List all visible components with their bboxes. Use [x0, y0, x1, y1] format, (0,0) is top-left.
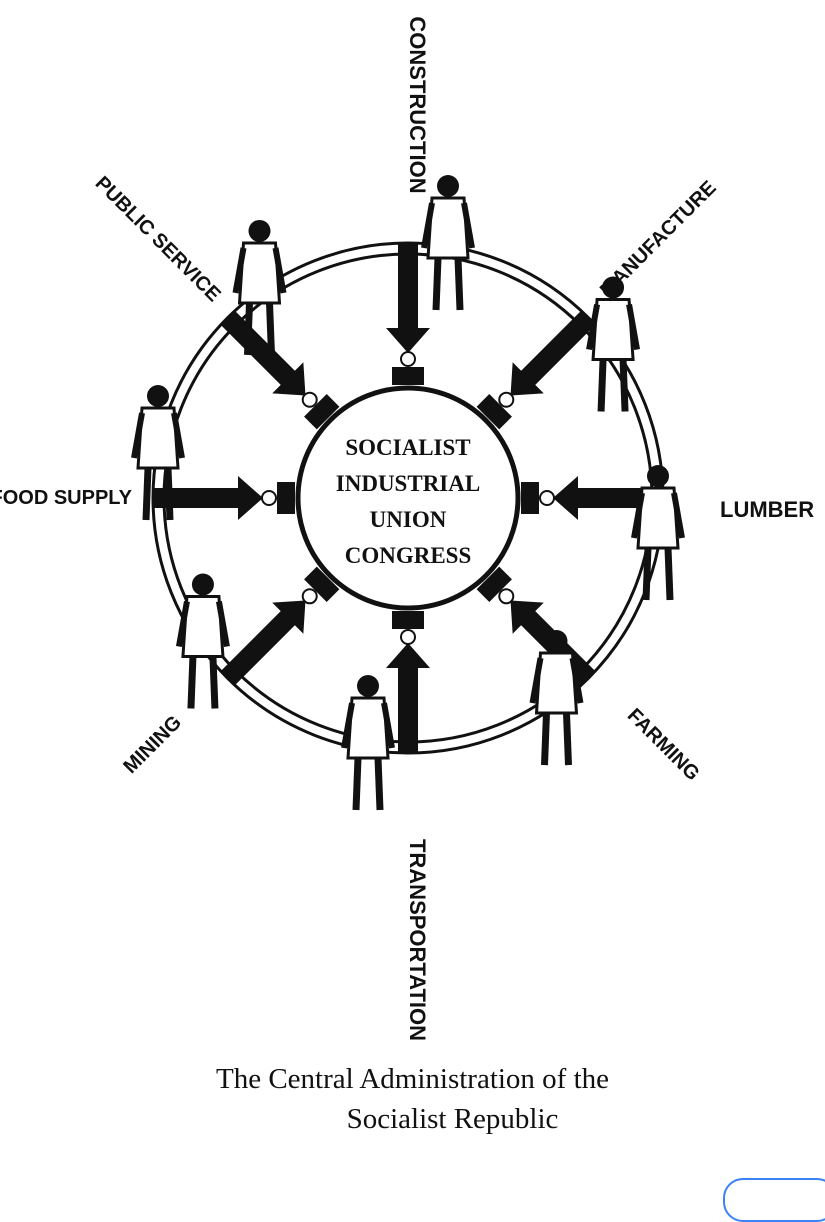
delegate-figure-icon: [301, 566, 340, 605]
sector-arrow-icon: [386, 243, 430, 353]
sector-arrow-icon: [510, 310, 596, 396]
sector-label-mining: MINING: [119, 711, 186, 778]
sector-diagram: CONSTRUCTION MANUFACTURE LUMBER FARMING TRAN…: [0, 16, 814, 1041]
worker-figure-icon: [529, 630, 584, 766]
corner-button[interactable]: [723, 1178, 825, 1222]
delegate-figure-icon: [476, 391, 515, 430]
delegate-figure-icon: [392, 351, 424, 385]
delegate-figure-icon: [261, 482, 295, 514]
center-line-3: UNION: [370, 507, 447, 532]
sector-arrow-icon: [153, 476, 263, 520]
sector-label-public-service: PUBLIC SERVICE: [91, 172, 225, 306]
worker-figure-icon: [586, 276, 641, 412]
sector-label-lumber: LUMBER: [720, 497, 814, 522]
sector-arrow-icon: [220, 310, 306, 396]
congress-circle: [295, 385, 521, 611]
sector-label-manufacture: MANUFACTURE: [596, 177, 721, 302]
center-line-4: CONGRESS: [345, 543, 472, 568]
center-text: SOCIALIST INDUSTRIAL UNION CONGRESS: [336, 435, 480, 568]
center-line-1: SOCIALIST: [345, 435, 470, 460]
worker-figure-icon: [421, 175, 475, 311]
worker-figure-icon: [341, 675, 395, 811]
sector-label-construction: CONSTRUCTION: [405, 16, 430, 193]
delegate-figure-icon: [392, 611, 424, 645]
caption-line-2: Socialist Republic: [346, 1103, 559, 1135]
delegate-figure-icon: [301, 391, 340, 430]
sector-arrow-icon: [220, 600, 306, 686]
sector-arrow-icon: [386, 643, 430, 753]
caption-line-1: The Central Administration of the: [215, 1063, 610, 1095]
sector-arrow-icon: [553, 476, 663, 520]
delegates-group: [261, 351, 555, 645]
worker-figure-icon: [631, 465, 685, 601]
worker-figure-icon: [232, 219, 287, 356]
sector-label-farming: FARMING: [623, 704, 704, 785]
sector-label-transportation: TRANSPORTATION: [405, 839, 430, 1041]
sector-label-food-supply: FOOD SUPPLY: [0, 487, 133, 509]
delegate-figure-icon: [521, 482, 555, 514]
worker-figure-icon: [131, 385, 185, 521]
center-line-2: INDUSTRIAL: [336, 471, 480, 496]
worker-figure-icon: [175, 573, 230, 709]
